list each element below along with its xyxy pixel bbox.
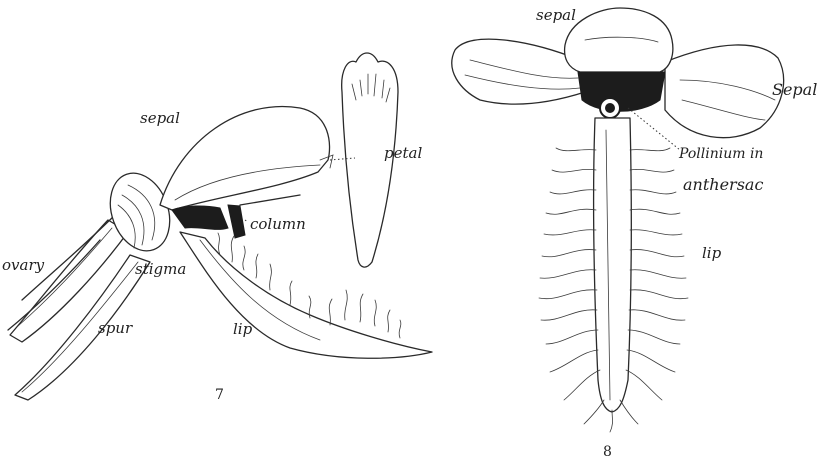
label-sepal-right: Sepal [772,80,817,99]
label-pollinium-line1: Pollinium in [678,146,763,162]
label-pollinium-line2: anthersac [683,175,763,194]
label-lip: lip [233,320,253,338]
label-sepal-top: sepal [536,6,576,24]
label-ovary: ovary [2,256,45,274]
figure-number-8: 8 [603,444,612,460]
label-petal: petal [384,144,422,162]
label-stigma: stigma [135,260,186,278]
label-lip-front: lip [702,244,722,262]
orchid-side-view-drawing [8,53,432,400]
label-column: column [250,215,306,233]
orchid-front-view-drawing [452,8,784,432]
label-spur: spur [98,319,133,337]
figure-number-7: 7 [215,387,224,403]
label-sepal: sepal [140,109,180,127]
